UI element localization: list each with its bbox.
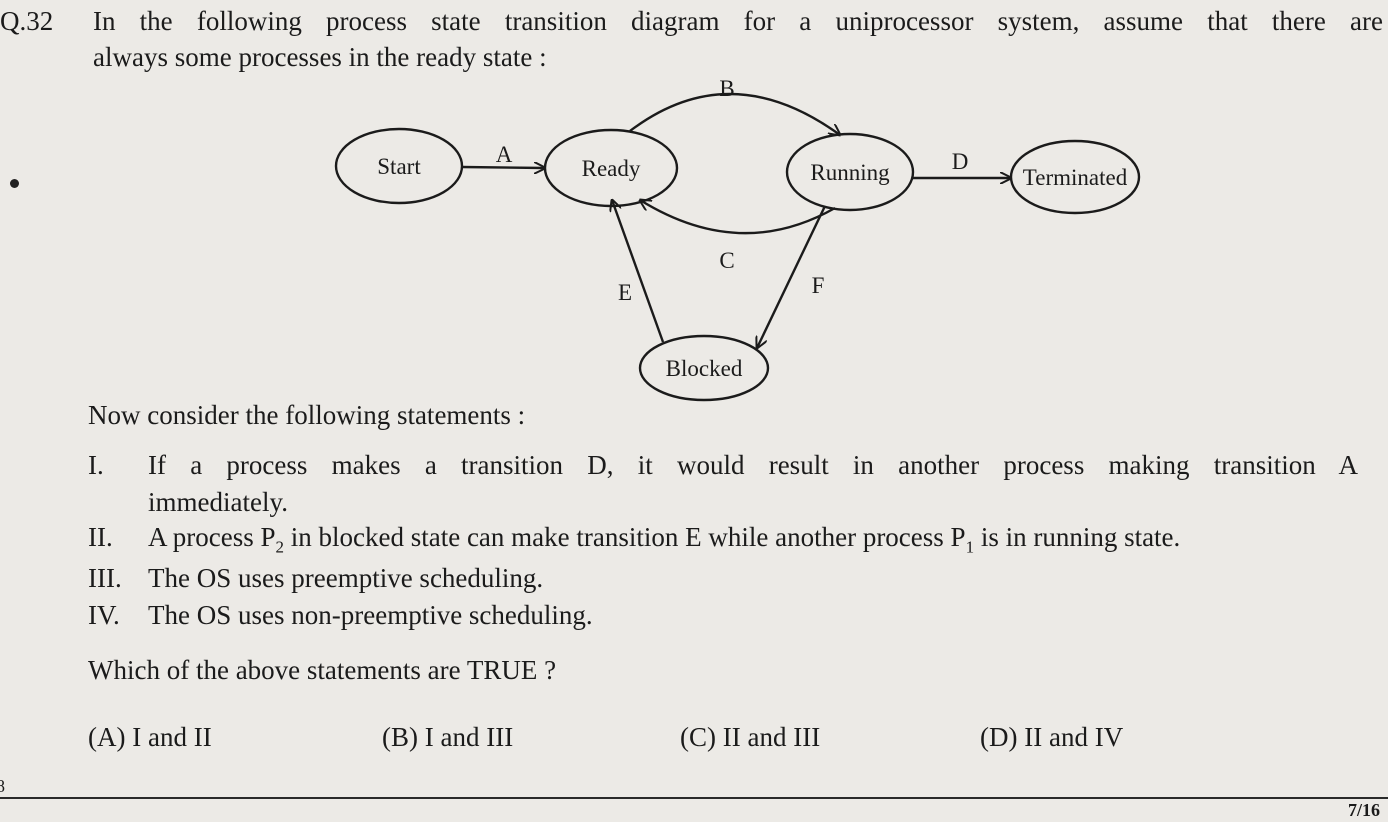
statement-1-line2: immediately. <box>148 487 288 517</box>
state-blocked <box>638 334 770 402</box>
option-c[interactable]: (C) II and III <box>680 722 821 752</box>
state-transition-diagram: Start Ready Running Terminated Blocked A… <box>334 76 1141 402</box>
state-running <box>785 132 915 212</box>
transition-a-arrow <box>461 167 545 168</box>
transition-b-label: B <box>719 76 734 101</box>
statements-intro: Now consider the following statements : <box>88 400 526 430</box>
question-text-line1: In the following process state transitio… <box>93 6 1383 36</box>
state-start-label: Start <box>377 154 421 179</box>
statement-4-number: IV. <box>88 600 120 630</box>
transition-e-label: E <box>618 280 632 305</box>
state-blocked-label: Blocked <box>666 356 743 381</box>
statement-3-text: The OS uses preemptive scheduling. <box>148 563 544 593</box>
question-prompt: Which of the above statements are TRUE ? <box>88 655 557 685</box>
question-text-line2: always some processes in the ready state… <box>93 42 547 72</box>
statement-4-text: The OS uses non-preemptive scheduling. <box>148 600 593 630</box>
question-number: Q.32 <box>0 6 54 36</box>
transition-e-arrow <box>612 200 665 343</box>
stray-dot <box>10 179 19 188</box>
transition-f-label: F <box>812 273 825 298</box>
transition-b-arrow <box>629 92 840 135</box>
transition-d-label: D <box>952 149 969 174</box>
transition-f-arrow <box>757 205 827 348</box>
option-a[interactable]: (A) I and II <box>88 722 212 752</box>
state-terminated-label: Terminated <box>1023 165 1128 190</box>
transition-c-arrow <box>640 200 836 235</box>
option-b[interactable]: (B) I and III <box>382 722 514 752</box>
footer-left-number: 8 <box>0 776 5 796</box>
footer-rule <box>0 797 1388 799</box>
transition-c-label: C <box>719 248 734 273</box>
statement-2-text: A process P2 in blocked state can make t… <box>148 522 1181 557</box>
option-d[interactable]: (D) II and IV <box>980 722 1124 752</box>
state-ready-label: Ready <box>582 156 641 181</box>
transition-a-label: A <box>496 142 513 167</box>
state-running-label: Running <box>810 160 890 185</box>
statement-2-number: II. <box>88 522 113 552</box>
state-start <box>334 127 464 205</box>
statement-1-number: I. <box>88 450 104 480</box>
statement-3-number: III. <box>88 563 122 593</box>
page-number: 7/16 <box>1347 800 1380 820</box>
statement-1-line1: If a process makes a transition D, it wo… <box>148 450 1358 480</box>
